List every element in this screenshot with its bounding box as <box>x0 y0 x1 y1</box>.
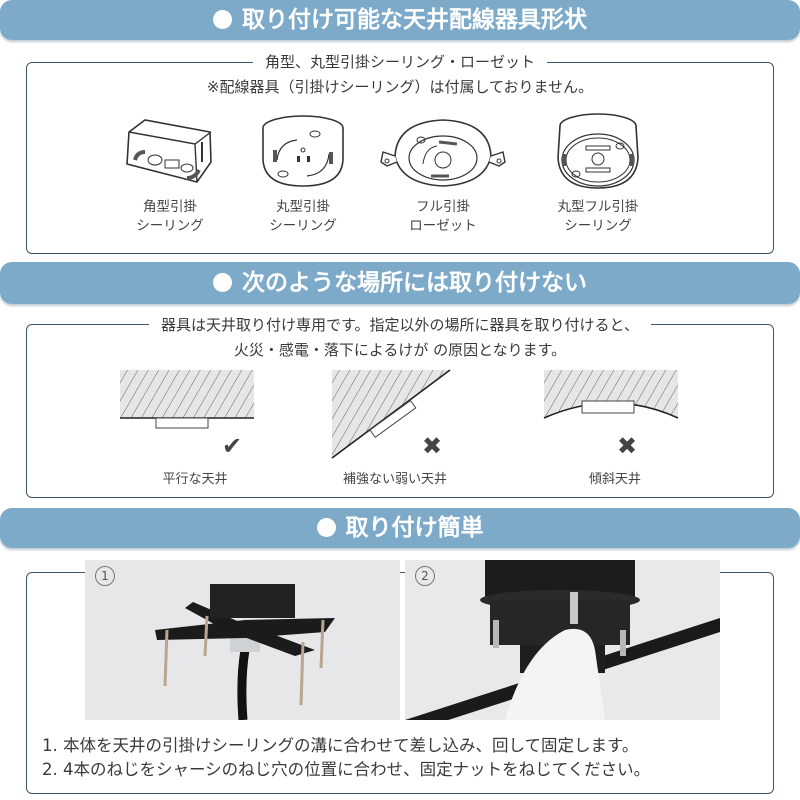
square-ceiling-fixture-icon <box>126 119 212 183</box>
install-photo-step-2: 2 <box>405 560 720 720</box>
fixture-label: フル引掛 <box>416 199 470 215</box>
fixture-label: ローゼット <box>409 218 477 234</box>
step-number-badge: 2 <box>415 566 435 586</box>
section-title: 取り付け簡単 <box>345 515 484 541</box>
step-number-badge: 1 <box>95 566 115 586</box>
bullet-dot-icon <box>316 518 336 537</box>
section-title: 取り付け可能な天井配線器具形状 <box>242 7 587 33</box>
sloped-ceiling-diagram <box>543 370 679 419</box>
check-mark-icon: ✔ <box>222 432 243 460</box>
fixture-label: 角型引掛 <box>143 199 197 215</box>
round-ceiling-fixture-icon <box>262 115 344 187</box>
bullet-dot-icon <box>213 273 232 292</box>
fixture-label: 丸型フル引掛 <box>557 199 639 215</box>
fixture-label: 丸型引掛 <box>276 199 330 215</box>
fixture-round-ceiling: 丸型引掛 シーリング <box>233 112 373 236</box>
cross-mark-icon: ✖ <box>422 432 443 460</box>
weak-ceiling-diagram <box>331 369 451 459</box>
mounting-bracket-illustration <box>85 560 400 720</box>
ceiling-label: 平行な天井 <box>162 472 228 487</box>
fixture-full-rosette: フル引掛 ローゼット <box>373 112 513 236</box>
section-banner-do-not-install: 次のような場所には取り付けない <box>0 262 800 304</box>
cross-mark-icon: ✖ <box>617 432 638 460</box>
install-step: 1. 本体を天井の引掛けシーリングの溝に合わせて差し込み、回して固定します。 <box>42 736 639 755</box>
fixture-label: シーリング <box>136 218 204 234</box>
attaching-body-illustration <box>405 560 720 720</box>
box-note: ※配線器具（引掛けシーリング）は付属しておりません。 <box>0 77 800 97</box>
section-banner-easy-install: 取り付け簡単 <box>0 508 800 548</box>
fixture-square-ceiling: 角型引掛 シーリング <box>100 112 240 236</box>
box-heading: 角型、丸型引掛シーリング・ローゼット <box>0 52 800 72</box>
section-banner-compatible-fixtures: 取り付け可能な天井配線器具形状 <box>0 0 800 40</box>
ceiling-label: 傾斜天井 <box>588 472 641 487</box>
fixture-label: シーリング <box>269 218 337 234</box>
install-photo-step-1: 1 <box>85 560 400 720</box>
ceiling-label: 補強ない弱い天井 <box>342 472 447 487</box>
install-step: 2. 4本のねじをシャーシのねじ穴の位置に合わせ、固定ナットをねじてください。 <box>42 760 651 779</box>
fixture-label: シーリング <box>564 218 632 234</box>
install-steps-list: 1. 本体を天井の引掛けシーリングの溝に合わせて差し込み、回して固定します。 2… <box>42 734 650 782</box>
section-title: 次のような場所には取り付けない <box>242 270 587 296</box>
full-rosette-fixture-icon <box>380 119 506 187</box>
bullet-dot-icon <box>213 10 232 29</box>
box-note: 火災・感電・落下によるけが の原因となります。 <box>0 340 800 360</box>
round-full-ceiling-fixture-icon <box>557 113 639 189</box>
parallel-ceiling-diagram <box>120 370 254 429</box>
fixture-round-full-ceiling: 丸型フル引掛 シーリング <box>528 108 668 236</box>
box-heading: 器具は天井取り付け専用です。指定以外の場所に器具を取り付けると、 <box>0 315 800 335</box>
